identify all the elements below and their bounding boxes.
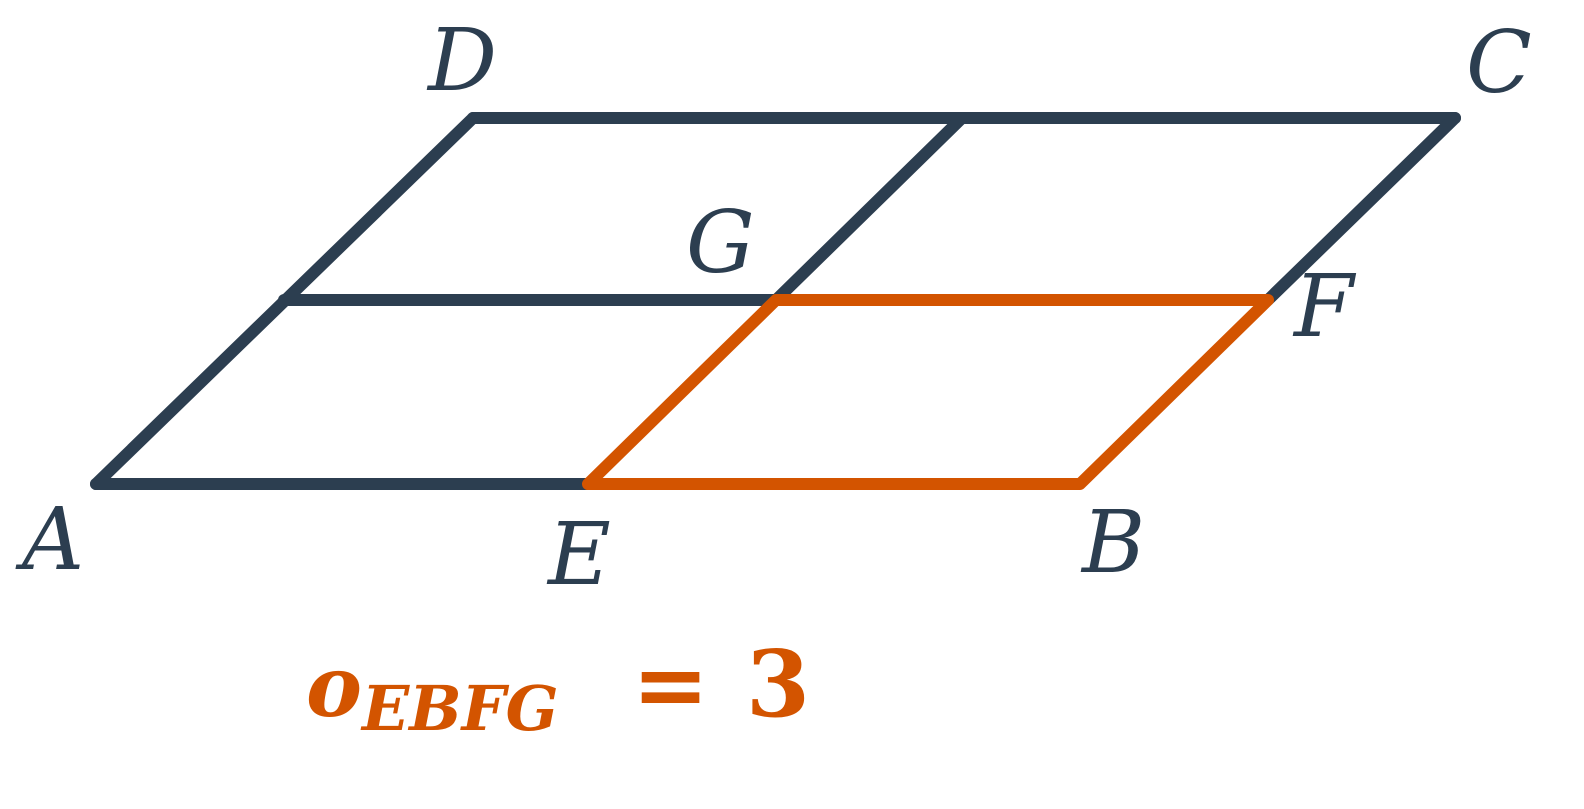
- segment-top-mid-to-g: [770, 112, 968, 306]
- frame-lines: [90, 112, 1461, 490]
- formula-equals: =: [632, 631, 709, 738]
- segment-c-f: [1262, 112, 1461, 306]
- label-point-d: D: [426, 11, 497, 111]
- label-point-c: C: [1466, 13, 1532, 113]
- label-point-e: E: [546, 505, 611, 605]
- label-point-g: G: [686, 193, 755, 293]
- label-point-a: A: [15, 490, 84, 590]
- formula-value: 3: [746, 630, 810, 738]
- parallelogram-ebfg: [582, 294, 1274, 490]
- point-labels: A B C D E F G: [15, 11, 1532, 605]
- label-point-f: F: [1292, 257, 1357, 357]
- label-point-b: B: [1080, 493, 1145, 593]
- formula: o EBFG = 3: [306, 630, 810, 745]
- formula-subscript: EBFG: [360, 672, 559, 745]
- formula-variable: o: [306, 637, 362, 736]
